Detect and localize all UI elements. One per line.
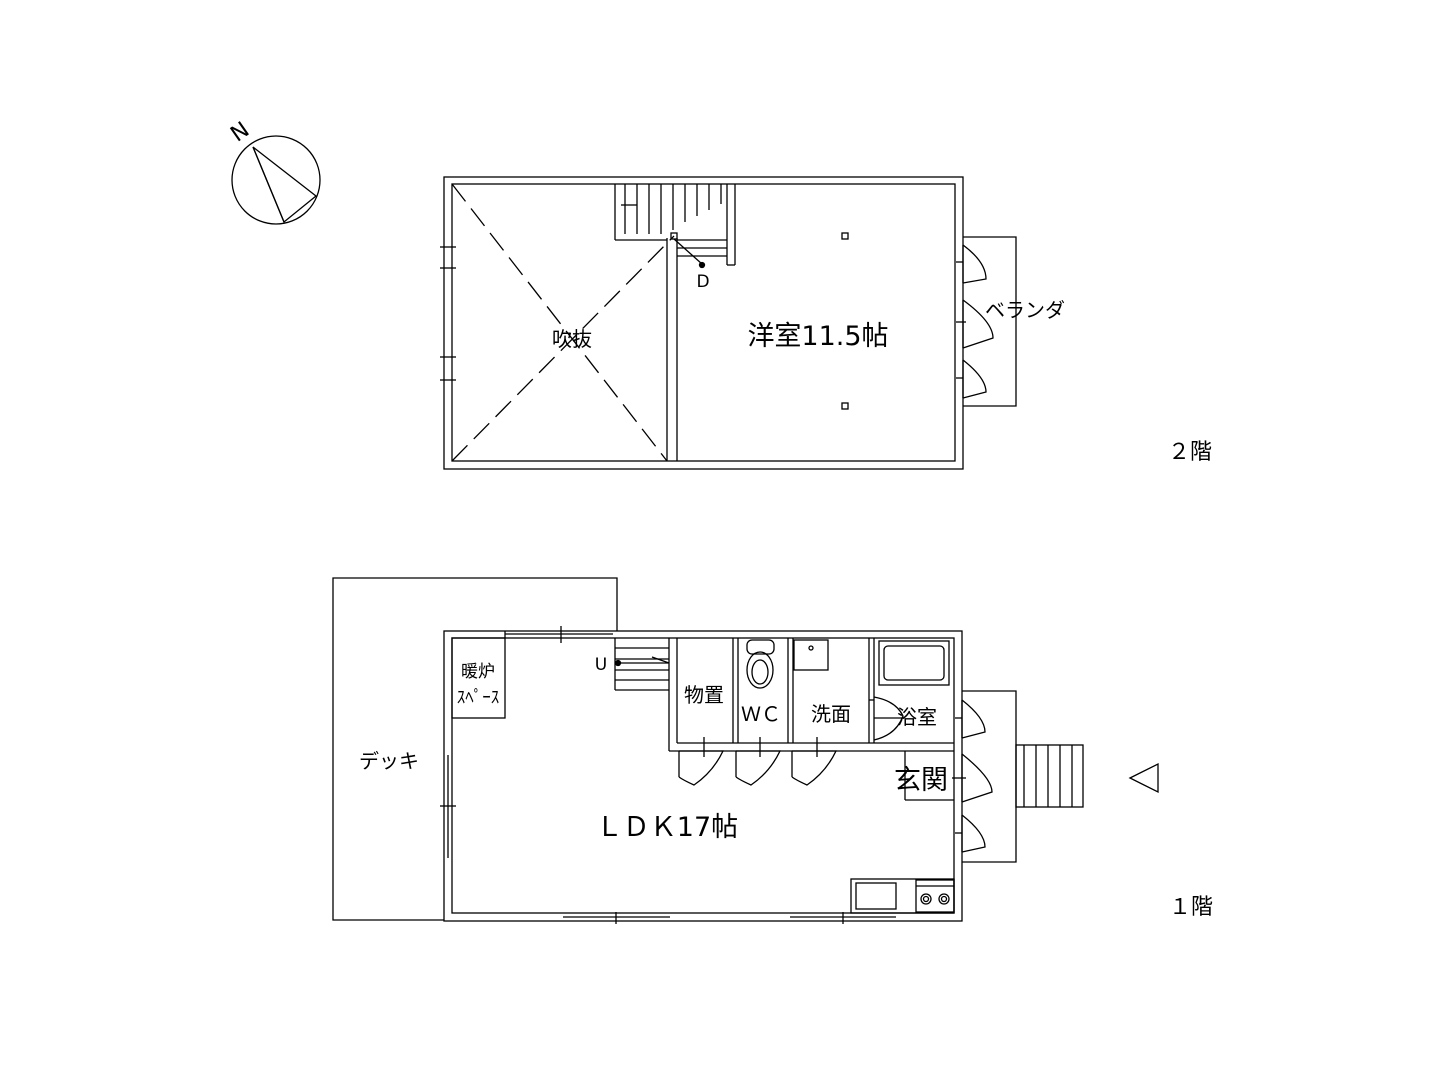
floor2-walls	[440, 176, 964, 470]
room-label-entrance: 玄関	[894, 765, 948, 796]
fireplace-space	[451, 637, 506, 719]
veranda-door	[956, 359, 987, 399]
washroom-door	[791, 737, 838, 786]
stair-label-up: U	[595, 655, 607, 675]
entrance-steps	[1015, 744, 1084, 808]
floor-label-2f: ２階	[1168, 440, 1212, 465]
fukinuke-diagonals	[451, 183, 675, 462]
room-label-fukinuke: 吹抜	[552, 327, 592, 351]
veranda-door	[956, 299, 994, 349]
room-label-youshitsu: 洋室11.5帖	[747, 321, 888, 352]
room-label-veranda: ベランダ	[985, 298, 1065, 322]
ceiling-marker	[841, 232, 849, 240]
compass-north-label: N	[226, 117, 254, 147]
east-porch-outline	[962, 690, 1017, 863]
room-label-wc: ＷＣ	[741, 702, 781, 726]
entrance-area	[904, 751, 954, 801]
room-label-bath: 浴室	[897, 705, 937, 729]
room-label-ldk: ＬＤＫ17帖	[596, 812, 738, 843]
floor1-stair	[614, 638, 670, 691]
deck-outline	[332, 577, 618, 921]
entrance-arrow-icon	[1128, 762, 1159, 794]
veranda-door	[956, 244, 987, 284]
entrance-door	[952, 753, 993, 803]
bathtub-icon	[878, 640, 950, 686]
wc-door	[735, 737, 782, 786]
room-label-storage: 物置	[684, 683, 724, 707]
bath-door	[873, 696, 904, 741]
ceiling-marker	[841, 402, 849, 410]
room-label-deck: デッキ	[359, 749, 419, 773]
floor2-stair	[621, 184, 727, 269]
room-label-fireplace-space: ｽﾍﾟｰｽ	[457, 688, 500, 708]
storage-door	[678, 737, 725, 786]
stair-label-down: D	[696, 272, 709, 292]
room-label-washroom: 洗面	[811, 702, 851, 726]
compass-icon	[231, 135, 321, 225]
kitchen-counter	[850, 878, 955, 914]
basin-icon	[793, 639, 829, 671]
veranda-outline	[963, 236, 1017, 407]
east-door	[955, 814, 986, 853]
floor-label-1f: １階	[1169, 895, 1213, 920]
toilet-icon	[746, 639, 775, 689]
room-label-fireplace: 暖炉	[461, 662, 495, 682]
bath-window-door	[955, 699, 986, 739]
